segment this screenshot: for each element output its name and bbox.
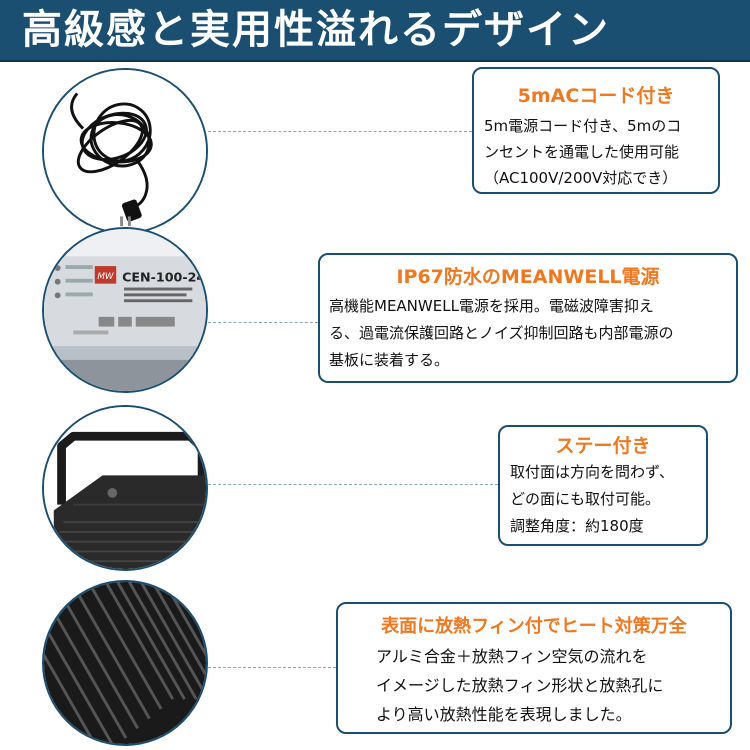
description-line: る、過電流保護回路とノイズ抑制回路も内部電源の [329,324,674,342]
connector-line [208,667,336,668]
feature-title: 5mACコード付き [517,85,675,107]
feature-box-bracket: ステー付き 取付面は方向を問わず、 どの面にも取付可能。 調整角度：約180度 [498,425,708,546]
power-supply-image: MW CEN-100-24 [42,227,208,393]
description-line: ンセントを通電した使用可能 [484,143,680,161]
page-title: 高級感と実用性溢れるデザイン [22,7,610,53]
feature-description: 高機能MEANWELL電源を採用。電磁波障害抑え る、過電流保護回路とノイズ抑制… [329,293,674,374]
svg-text:CEN-100-24: CEN-100-24 [122,270,205,285]
heat-sink-image [42,580,208,746]
description-line: アルミ合金＋放熱フィン空気の流れを [376,647,648,666]
description-line: どの面にも取付可能。 [510,490,661,508]
feature-description: アルミ合金＋放熱フィン空気の流れを イメージした放熱フィン形状と放熱孔に より高… [376,642,663,729]
feature-description: 5m電源コード付き、5mのコ ンセントを通電した使用可能 （AC100V/200… [484,113,681,191]
feature-box-power-supply: IP67防水のMEANWELL電源 高機能MEANWELL電源を採用。電磁波障害… [318,253,738,383]
feature-box-heat-sink: 表面に放熱フィン付でヒート対策万全 アルミ合金＋放熱フィン空気の流れを イメージ… [336,602,732,734]
feature-title: ステー付き [555,435,651,457]
description-line: 5m電源コード付き、5mのコ [484,117,682,135]
feature-title: 表面に放熱フィン付でヒート対策万全 [381,616,687,637]
feature-box-cord: 5mACコード付き 5m電源コード付き、5mのコ ンセントを通電した使用可能 （… [472,67,720,194]
page-header: 高級感と実用性溢れるデザイン [0,0,750,62]
description-line: （AC100V/200V対応でき） [484,169,678,187]
description-line: 調整角度：約180度 [510,517,644,535]
description-line: 高機能MEANWELL電源を採用。電磁波障害抑え [329,297,654,315]
description-line: 基板に装着する。 [329,351,450,369]
bracket-image [42,405,208,571]
feature-description: 取付面は方向を問わず、 どの面にも取付可能。 調整角度：約180度 [510,459,674,540]
connector-line [208,484,498,485]
connector-line [208,322,318,323]
connector-line [208,131,472,132]
description-line: より高い放熱性能を表現しました。 [376,705,632,724]
description-line: イメージした放熱フィン形状と放熱孔に [376,676,664,695]
ac-cord-image [42,68,208,234]
description-line: 取付面は方向を問わず、 [510,463,674,481]
svg-text:MW: MW [97,272,114,282]
feature-title: IP67防水のMEANWELL電源 [396,266,660,288]
